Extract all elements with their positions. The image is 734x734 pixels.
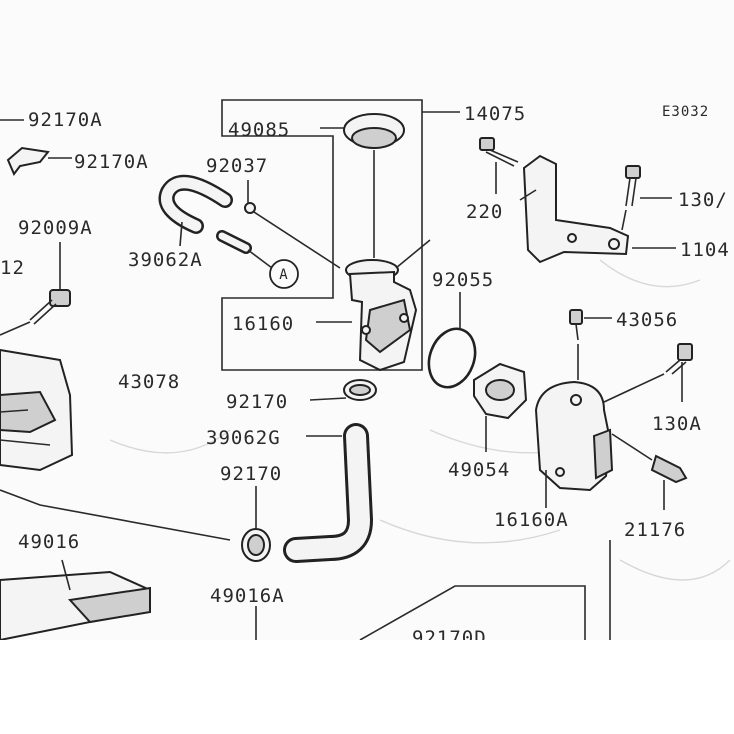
reference-marker-label: A: [279, 267, 288, 283]
bolt-92009A: [0, 242, 71, 336]
hose-39062A: [158, 174, 252, 254]
bolt-130A-top: [621, 165, 672, 231]
bracket-1104: [522, 154, 676, 264]
label-92170D: 92170D: [412, 627, 487, 640]
bolt-130A-right: [603, 343, 693, 403]
label-92055: 92055: [432, 269, 494, 291]
label-92170-upper: 92170: [226, 391, 288, 413]
parts-diagram: A: [0, 99, 731, 640]
label-16160A: 16160A: [494, 509, 569, 531]
reference-marker-a: A: [247, 249, 299, 289]
clamp-92170-lower: [241, 486, 271, 640]
label-1104: 1104: [680, 239, 730, 261]
o-ring-92055: [427, 292, 477, 389]
sensor-21176: [611, 433, 688, 510]
label-14075: 14075: [464, 103, 526, 125]
housing-43078: [0, 348, 74, 472]
label-92037: 92037: [206, 155, 268, 177]
label-220: 220: [466, 201, 503, 223]
label-130A-top: 130/: [678, 189, 728, 211]
bleeder-43056: [569, 309, 612, 380]
clamp-92170-upper: [309, 379, 377, 401]
parts-diagram-sheet: A: [0, 99, 731, 640]
label-49085: 49085: [228, 119, 290, 141]
label-39062G: 39062G: [206, 427, 281, 449]
label-21176: 21176: [624, 519, 686, 541]
part-labels: 92170A 92170A 92009A 12 43078 49016 4908…: [0, 103, 730, 640]
label-92009A: 92009A: [18, 217, 93, 239]
plate-92170D: [359, 540, 611, 640]
label-43078: 43078: [118, 371, 180, 393]
label-49054: 49054: [448, 459, 510, 481]
clip-92037: [244, 180, 341, 269]
label-39062A: 39062A: [128, 249, 203, 271]
label-12: 12: [0, 257, 25, 279]
label-92170A-top: 92170A: [28, 109, 103, 131]
hose-39062G: [283, 423, 374, 563]
cover-49016: [0, 489, 231, 640]
label-130A: 130A: [652, 413, 702, 435]
assembly-bracket-14075: [221, 99, 460, 371]
diagram-code: E3032: [662, 104, 709, 120]
cap-49085: [320, 113, 405, 258]
bolts-220: [479, 137, 537, 201]
label-43056: 43056: [616, 309, 678, 331]
label-92170-lower: 92170: [220, 463, 282, 485]
label-49016A: 49016A: [210, 585, 285, 607]
housing-16160: [316, 239, 431, 372]
label-16160: 16160: [232, 313, 294, 335]
label-92170A: 92170A: [74, 151, 149, 173]
cover-16160A: [534, 380, 614, 508]
clamp-92170A: [0, 119, 72, 176]
label-49016: 49016: [18, 531, 80, 553]
thermostat-49054: [473, 362, 528, 452]
